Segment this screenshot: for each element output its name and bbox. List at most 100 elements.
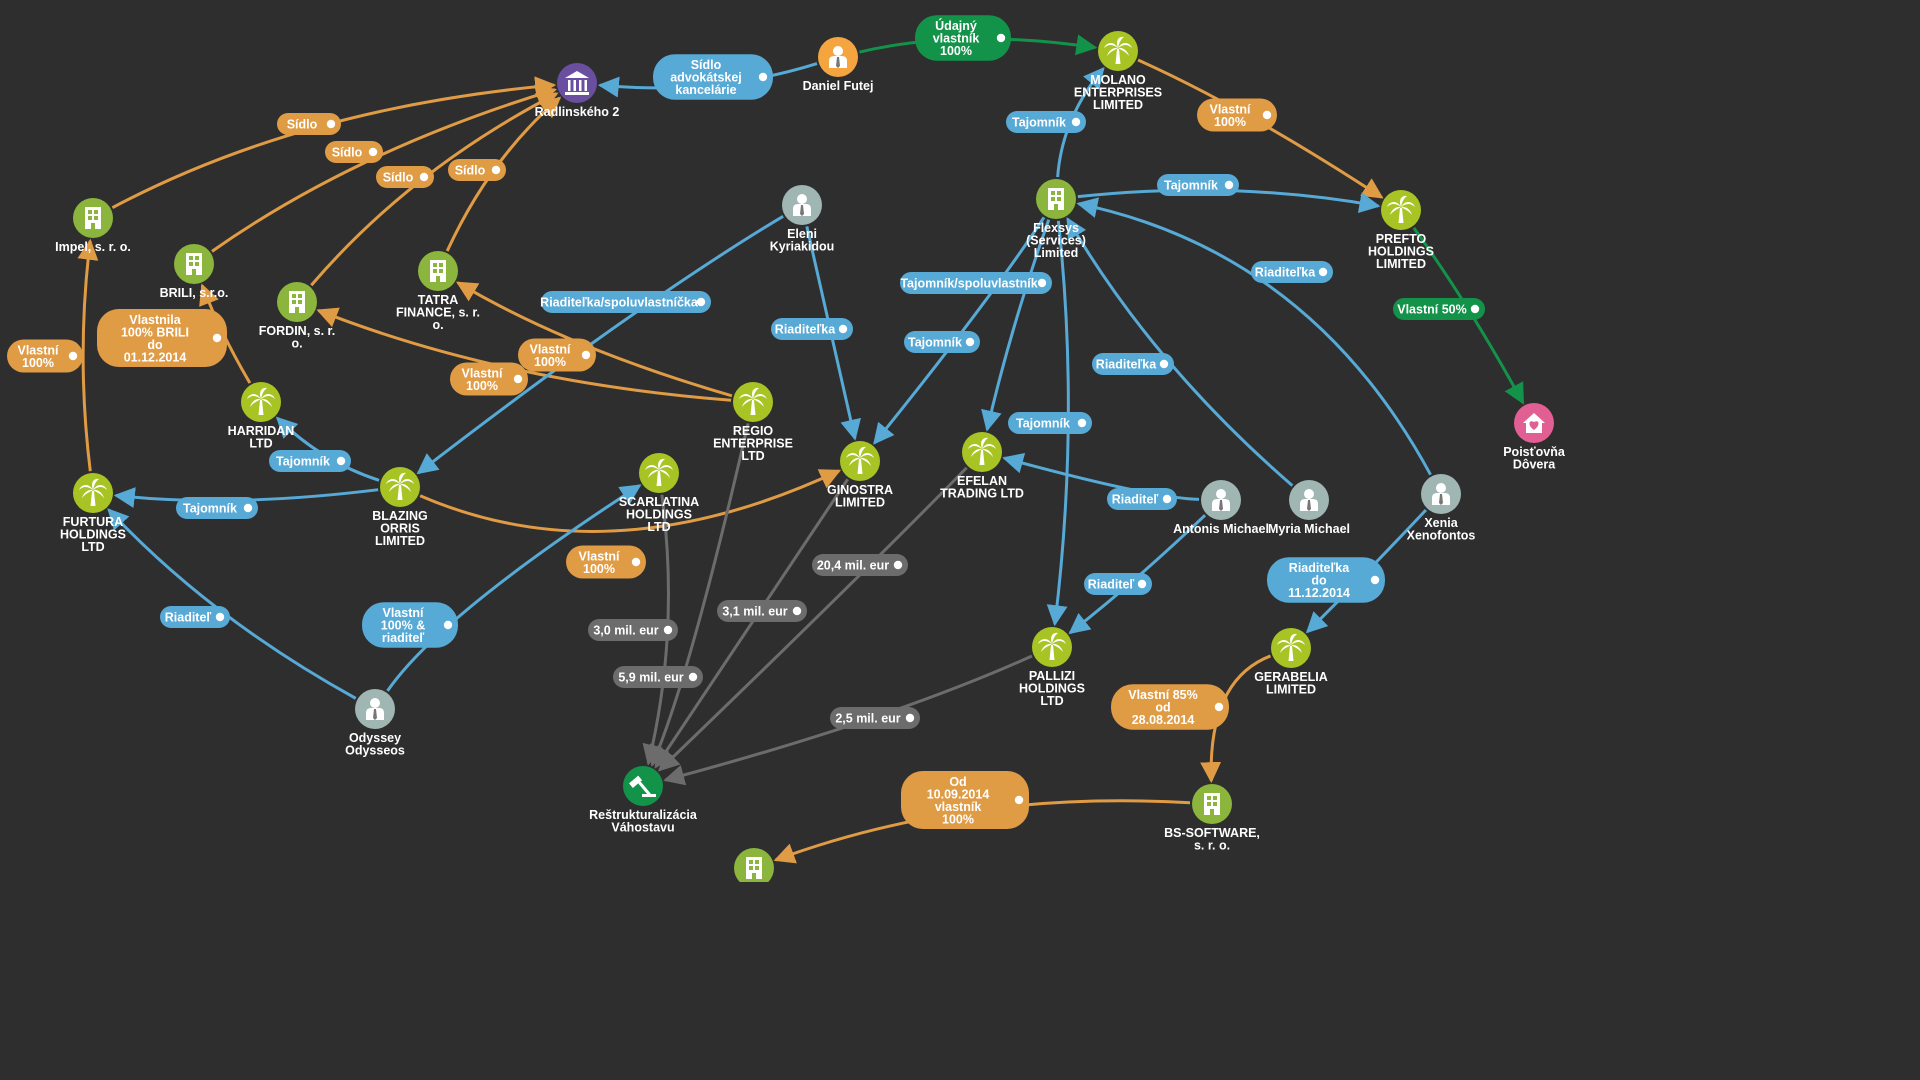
- edge-label[interactable]: Vlastní 50%: [1393, 298, 1485, 320]
- edge-handle-dot[interactable]: [419, 172, 429, 182]
- edge-label[interactable]: Sídlo: [277, 113, 341, 135]
- node-bottom[interactable]: [734, 848, 774, 882]
- edge-regio-restrukturalizacia[interactable]: [649, 423, 750, 767]
- edge-handle-dot[interactable]: [1224, 180, 1234, 190]
- edge-handle-dot[interactable]: [1137, 579, 1147, 589]
- edge-label[interactable]: Riaditeľka/spoluvlastníčka: [540, 291, 711, 313]
- edge-handle-dot[interactable]: [1318, 267, 1328, 277]
- edge-label[interactable]: Tajomník: [904, 331, 980, 353]
- edge-handle-dot[interactable]: [1370, 575, 1380, 585]
- edge-handle-dot[interactable]: [336, 456, 346, 466]
- edge-label[interactable]: Tajomník: [1006, 111, 1086, 133]
- edge-label[interactable]: Tajomník: [1157, 174, 1239, 196]
- edge-flexsys-ginostra[interactable]: [873, 216, 1046, 445]
- edge-handle-dot[interactable]: [1470, 304, 1480, 314]
- edge-handle-dot[interactable]: [1014, 795, 1024, 805]
- edge-handle-dot[interactable]: [1262, 110, 1272, 120]
- edge-handle-dot[interactable]: [893, 560, 903, 570]
- edge-xenia-flexsys[interactable]: [1076, 197, 1432, 476]
- node-myria[interactable]: Myria Michael: [1268, 480, 1350, 536]
- edge-handle-dot[interactable]: [443, 620, 453, 630]
- edge-handle-dot[interactable]: [1159, 359, 1169, 369]
- edge-handle-dot[interactable]: [1162, 494, 1172, 504]
- edge-label[interactable]: Tajomník: [176, 497, 258, 519]
- edge-handle-dot[interactable]: [792, 606, 802, 616]
- edge-label[interactable]: Tajomník: [1008, 412, 1092, 434]
- edge-handle-dot[interactable]: [68, 351, 78, 361]
- node-bssoftware[interactable]: BS-SOFTWARE,s. r. o.: [1164, 784, 1260, 853]
- edge-label[interactable]: Tajomník: [269, 450, 351, 472]
- edge-label[interactable]: 5,9 mil. eur: [613, 666, 703, 688]
- edge-flexsys-efelan[interactable]: [981, 219, 1051, 432]
- edge-odyssey-scarlatina[interactable]: [386, 484, 642, 692]
- edge-label[interactable]: Sídlo: [448, 159, 506, 181]
- edge-label[interactable]: Riaditeľka: [1251, 261, 1333, 283]
- edge-handle-dot[interactable]: [631, 557, 641, 567]
- node-flexsys[interactable]: Flexsys(Services)Limited: [1026, 179, 1086, 260]
- edge-handle-dot[interactable]: [513, 374, 523, 384]
- edge-handle-dot[interactable]: [212, 333, 222, 343]
- edge-odyssey-furtura[interactable]: [107, 508, 357, 700]
- edge-handle-dot[interactable]: [996, 33, 1006, 43]
- edge-handle-dot[interactable]: [368, 147, 378, 157]
- node-impel[interactable]: Impel, s. r. o.: [55, 198, 131, 254]
- edge-label[interactable]: Riaditeľka: [1092, 353, 1174, 375]
- edge-handle-dot[interactable]: [581, 350, 591, 360]
- node-radlinskeho[interactable]: Radlinského 2: [535, 63, 620, 119]
- edge-label[interactable]: Sídlo: [325, 141, 383, 163]
- edge-handle-dot[interactable]: [758, 72, 768, 82]
- edge-label[interactable]: 3,0 mil. eur: [588, 619, 678, 641]
- edge-handle-dot[interactable]: [696, 297, 706, 307]
- edge-handle-dot[interactable]: [1071, 117, 1081, 127]
- edge-label[interactable]: 3,1 mil. eur: [717, 600, 807, 622]
- edge-handle-dot[interactable]: [838, 324, 848, 334]
- node-daniel[interactable]: Daniel Futej: [803, 37, 874, 93]
- edge-handle-dot[interactable]: [491, 165, 501, 175]
- edge-handle-dot[interactable]: [1077, 418, 1087, 428]
- edge-label[interactable]: Sídlo: [376, 166, 434, 188]
- edge-label[interactable]: Riaditeľ: [1084, 573, 1152, 595]
- edge-handle-dot[interactable]: [1214, 702, 1224, 712]
- edge-blazing-ginostra[interactable]: [419, 469, 842, 533]
- edge-eleni-blazing[interactable]: [416, 215, 784, 475]
- edge-label[interactable]: 2,5 mil. eur: [830, 707, 920, 729]
- edge-handle-dot[interactable]: [663, 625, 673, 635]
- edge-furtura-impel[interactable]: [77, 238, 99, 472]
- edge-handle-dot[interactable]: [965, 337, 975, 347]
- edge-handle-dot[interactable]: [326, 119, 336, 129]
- edge-handle-dot[interactable]: [905, 713, 915, 723]
- edge-efelan-restrukturalizacia[interactable]: [658, 466, 968, 772]
- edge-handle-dot[interactable]: [1037, 278, 1047, 288]
- edge-label[interactable]: Riaditeľ: [160, 606, 230, 628]
- edge-label[interactable]: 20,4 mil. eur: [812, 554, 908, 576]
- node-brili[interactable]: BRILI, s.r.o.: [160, 244, 229, 300]
- edge-handle-dot[interactable]: [688, 672, 698, 682]
- edge-myria-flexsys[interactable]: [1066, 217, 1294, 487]
- edge-handle-dot[interactable]: [215, 612, 225, 622]
- edge-label[interactable]: Tajomník/spoluvlastník: [900, 272, 1052, 294]
- edge-label[interactable]: Riaditeľka: [771, 318, 853, 340]
